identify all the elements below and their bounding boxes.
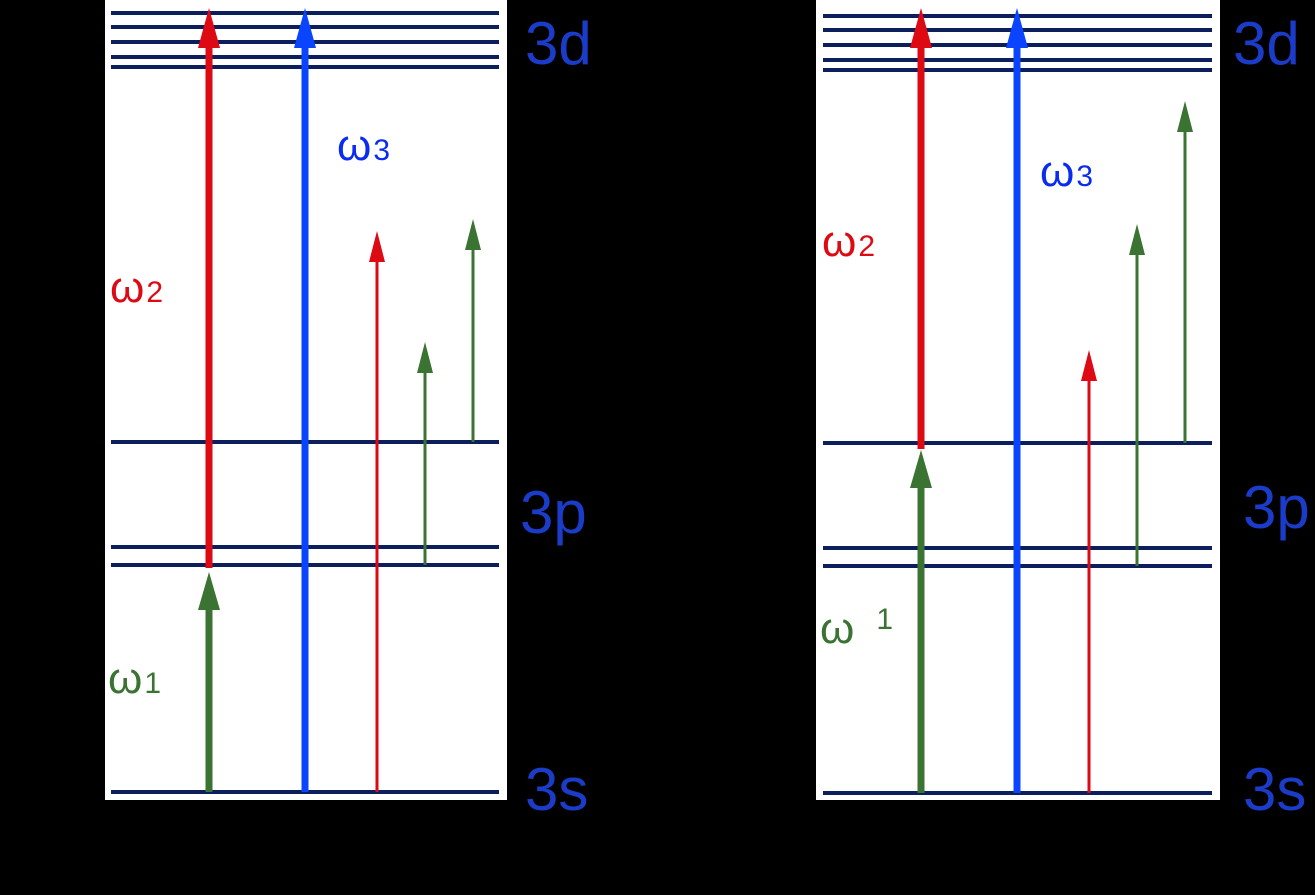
arrow-thin-green-a-left <box>417 342 433 565</box>
arrow-omega2-right <box>910 8 932 449</box>
omega3-label-right: ω3 <box>1040 147 1093 196</box>
omega3-label-left: ω3 <box>337 121 390 170</box>
arrow-thin-green-b-right <box>1177 101 1193 443</box>
state-label-3s-left: 3s <box>525 756 588 823</box>
omega1-label-left: ω1 <box>108 654 161 703</box>
arrow-thin-green-b-left <box>465 219 481 442</box>
state-label-3p-right: 3p <box>1243 474 1310 541</box>
state-label-3s-right: 3s <box>1243 756 1306 823</box>
state-label-3d-left: 3d <box>525 10 592 77</box>
arrow-thin-green-a-right <box>1129 224 1145 566</box>
omega2-label-left: ω2 <box>110 263 163 312</box>
state-label-3d-right: 3d <box>1233 10 1300 77</box>
arrow-omega1-right <box>910 450 932 793</box>
arrow-thin-red-right <box>1081 350 1097 793</box>
arrow-omega2-left <box>198 8 220 568</box>
arrow-thin-red-left <box>369 231 385 792</box>
arrow-omega3-left <box>294 8 316 792</box>
arrow-omega1-left <box>198 572 220 792</box>
state-label-3p-left: 3p <box>520 479 587 546</box>
omega2-label-right: ω2 <box>822 217 875 266</box>
panel-left: ω1 ω2 ω3 <box>105 0 507 800</box>
arrow-omega3-right <box>1006 8 1028 793</box>
